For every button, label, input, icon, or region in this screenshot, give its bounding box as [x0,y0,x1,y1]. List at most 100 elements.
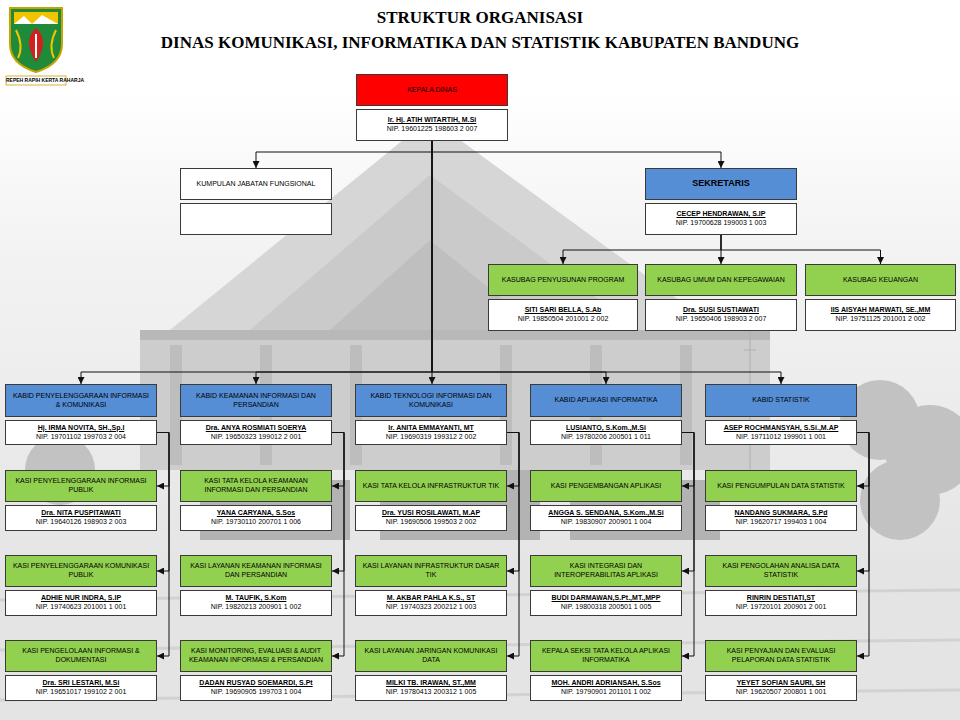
connector-arrow [682,433,694,657]
unit-title: KASI PENGEMBANGAN APLIKASI [551,482,661,491]
official-box: LUSIANTO, S.Kom.,M.SiNIP. 19780206 20050… [530,420,682,445]
nip-number: NIP. 19650323 199012 2 001 [211,433,302,442]
org-box: KASI PENGELOLAAN INFORMASI & DOKUMENTASI… [5,640,157,701]
unit-title: KABID TEKNOLOGI INFORMASI DAN KOMUNIKASI [362,392,500,410]
unit-title: KASI INTEGRASI DAN INTEROPERABILITAS APL… [537,562,675,580]
org-box: KASI INTEGRASI DAN INTEROPERABILITAS APL… [530,555,682,616]
unit-title: KASI LAYANAN INFRASTRUKTUR DASAR TIK [362,562,500,580]
connector-arrow [157,433,169,572]
connector-arrow [682,433,694,487]
org-box: SEKRETARISCECEP HENDRAWAN, S.IPNIP. 1970… [645,168,797,235]
unit-header: KABID PENYELENGGARAAN INFORMASI & KOMUNI… [5,384,157,417]
unit-title: KASI TATA KELOLA INFRASTRUKTUR TIK [363,482,499,491]
official-name: Dra. YUSI ROSILAWATI, M.AP [382,509,480,518]
official-name: M. TAUFIK, S.Kom [226,594,287,603]
unit-title: KEPALA SEKSI TATA KELOLA APLIKASI INFORM… [537,647,675,665]
org-box: KASI PENGEMBANGAN APLIKASI ANGGA S. SENDA… [530,470,682,531]
connector-arrow [432,141,606,384]
org-box: KUMPULAN JABATAN FUNGSIONAL [180,168,332,235]
official-name: CECEP HENDRAWAN, S.IP [677,210,766,219]
connector-arrow [563,235,721,264]
unit-title: KASI PENYELENGGARAAN INFORMASI PUBLIK [12,477,150,495]
official-name: LUSIANTO, S.Kom.,M.Si [566,424,646,433]
official-box: CECEP HENDRAWAN, S.IPNIP. 19700628 19900… [645,203,797,235]
unit-header: KASI PENGOLAHAN ANALISA DATA STATISTIK [705,555,857,587]
unit-header: SEKRETARIS [645,168,797,200]
nip-number: NIP. 19601225 198603 2 007 [387,125,478,134]
nip-number: NIP. 19650406 198903 2 007 [676,315,767,324]
lawn-stripes [0,590,960,700]
nip-number: NIP. 19780206 200501 1 011 [561,433,651,442]
nip-number: NIP. 19651017 199102 2 001 [36,688,127,697]
trees [25,380,960,540]
unit-title: KABID KEAMANAN INFORMASI DAN PERSANDIAN [187,392,325,410]
unit-header: KASI LAYANAN INFRASTRUKTUR DASAR TIK [355,555,507,587]
unit-title: KASI TATA KELOLA KEAMANAN INFORMASI DAN … [187,477,325,495]
org-box: KASI PENGOLAHAN ANALISA DATA STATISTIK RI… [705,555,857,616]
official-box: Dra. ANYA ROSMIATI SOERYANIP. 19650323 1… [180,420,332,445]
official-box: MOH. ANDRI ADRIANSAH, S.SosNIP. 19790901… [530,675,682,701]
unit-title: KASUBAG KEUANGAN [843,276,918,285]
official-name: Ir. ANITA EMMAYANTI, MT [388,424,474,433]
official-box: IIS AISYAH MARWATI, SE.,MMNIP. 19751125 … [805,299,956,331]
official-box: YANA CARYANA, S.SosNIP. 19730110 200701 … [180,505,332,531]
official-name: Ir. Hj. ATIH WITARTIH, M.Si [388,116,477,125]
nip-number: NIP. 19850504 201001 2 002 [518,315,609,324]
nip-number: NIP. 19690319 199312 2 002 [386,433,477,442]
logo-motto: REPEH RAPIH KERTA RAHARJA [6,78,66,84]
official-name: IIS AISYAH MARWATI, SE.,MM [831,306,931,315]
official-box: Ir. ANITA EMMAYANTI, MTNIP. 19690319 199… [355,420,507,445]
unit-title: KASUBAG UMUM DAN KEPEGAWAIAN [657,276,784,285]
connector-arrow [507,433,519,572]
official-name: ANGGA S. SENDANA, S.Kom.,M.Si [548,509,663,518]
official-name: Dra. SRI LESTARI, M.Si [43,679,120,688]
unit-title: KABID APLIKASI INFORMATIKA [555,396,658,405]
nip-number: NIP. 19690905 199703 1 004 [211,688,302,697]
unit-header: KASUBAG KEUANGAN [805,264,956,296]
official-box: YEYET SOFIAN SAURI, SHNIP. 19620507 2008… [705,675,857,701]
unit-header: KASI PENYELENGGARAAN INFORMASI PUBLIK [5,470,157,502]
connector-arrow [721,235,881,264]
unit-title: KEPALA DINAS [407,86,457,95]
org-box: KASI LAYANAN INFRASTRUKTUR DASAR TIK M. A… [355,555,507,616]
connector-arrow [857,433,869,657]
official-box: SITI SARI BELLA, S.AbNIP. 19850504 20100… [488,299,638,331]
connector-arrow [157,433,169,487]
official-name: MILKI TB. IRAWAN, ST.,MM [386,679,476,688]
official-name: Dra. SUSI SUSTIAWATI [683,306,759,315]
org-box: KASI PENYELENGGARAAN KOMUNIKASI PUBLIKAD… [5,555,157,616]
connector-arrow [157,433,169,657]
official-name: Dra. ANYA ROSMIATI SOERYA [206,424,307,433]
org-box: KABID APLIKASI INFORMATIKA LUSIANTO, S.Ko… [530,384,682,445]
org-box: KASI TATA KELOLA KEAMANAN INFORMASI DAN … [180,470,332,531]
org-box: KEPALA SEKSI TATA KELOLA APLIKASI INFORM… [530,640,682,701]
unit-title: KASUBAG PENYUSUNAN PROGRAM [502,276,625,285]
official-name: YANA CARYANA, S.Sos [217,509,295,518]
nip-number: NIP. 19620507 200801 1 001 [736,688,827,697]
page-title: STRUKTUR ORGANISASI [0,8,960,28]
connector-arrow [332,433,344,572]
nip-number: NIP. 19620717 199403 1 004 [736,518,827,527]
sky [0,90,960,720]
unit-title: KABID STATISTIK [752,396,809,405]
org-box: KABID PENYELENGGARAAN INFORMASI & KOMUNI… [5,384,157,445]
org-box: KASI PENYAJIAN DAN EVALUASI PELAPORAN DA… [705,640,857,701]
official-name: MOH. ANDRI ADRIANSAH, S.Sos [551,679,660,688]
unit-header: KASUBAG UMUM DAN KEPEGAWAIAN [645,264,797,296]
unit-header: KASI LAYANAN KEAMANAN INFORMASI DAN PERS… [180,555,332,587]
org-box: KASI PENGUMPULAN DATA STATISTIKNANDANG S… [705,470,857,531]
org-box: KEPALA DINAS Ir. Hj. ATIH WITARTIH, M.SiN… [356,74,508,141]
unit-header: KUMPULAN JABATAN FUNGSIONAL [180,168,332,200]
nip-number: NIP. 19790901 201101 1 002 [561,688,651,697]
org-box: KABID KEAMANAN INFORMASI DAN PERSANDIAN D… [180,384,332,445]
nip-number: NIP. 19780413 200312 1 005 [386,688,477,697]
connector-arrow [857,433,869,572]
nip-number: NIP. 19830907 200901 1 004 [561,518,652,527]
official-name: NANDANG SUKMARA, S.Pd [735,509,828,518]
connector-arrow [507,433,519,487]
official-box: M. AKBAR PAHLA K.S., STNIP. 19740323 200… [355,590,507,616]
unit-header: KABID APLIKASI INFORMATIKA [530,384,682,417]
official-box: DADAN RUSYAD SOEMARDI, S.PtNIP. 19690905… [180,675,332,701]
official-box: RINRIN DESTIATI,STNIP. 19720101 200901 2… [705,590,857,616]
